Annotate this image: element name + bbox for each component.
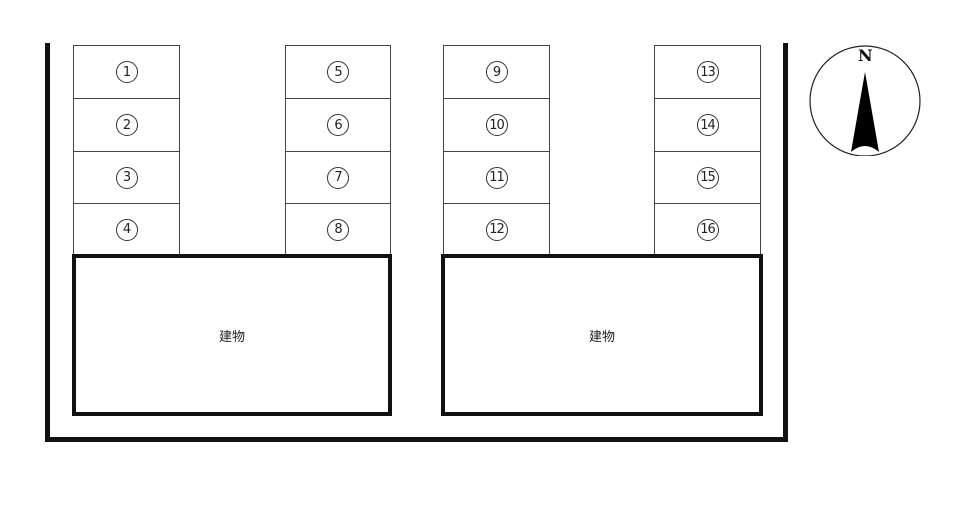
parking-stall-15: 15 [654,151,761,204]
parking-stall-8: 8 [285,203,391,256]
parking-stall-10: 10 [443,98,550,152]
parking-stall-16: 16 [654,203,761,256]
stall-number: 4 [115,218,138,241]
parking-stall-6: 6 [285,98,391,152]
building-label: 建物 [588,329,615,345]
stall-number: 3 [115,166,138,189]
stall-number: 12 [485,218,508,241]
stall-number: 9 [485,61,508,83]
stall-number: 2 [115,114,138,136]
stall-number: 11 [485,166,508,189]
parking-stall-13: 13 [654,45,761,99]
parking-stall-7: 7 [285,151,391,204]
stall-number: 7 [327,166,349,189]
parking-stall-1: 1 [73,45,180,99]
parking-stall-11: 11 [443,151,550,204]
stall-number: 1 [115,61,138,83]
north-label: N [858,46,873,65]
stall-number: 13 [696,61,719,83]
stall-number: 14 [696,114,719,136]
stall-number: 6 [327,114,349,136]
stall-number: 5 [327,61,349,83]
compass-rose: N [808,44,922,157]
parking-stall-5: 5 [285,45,391,99]
boundary-wall-right [783,43,788,442]
parking-stall-4: 4 [73,203,180,256]
boundary-wall-left [45,43,50,442]
parking-stall-14: 14 [654,98,761,152]
building-left: 建物 [72,254,392,416]
parking-stall-9: 9 [443,45,550,99]
north-arrow-icon [809,45,921,157]
parking-stall-12: 12 [443,203,550,256]
building-right: 建物 [441,254,763,416]
stall-number: 16 [696,218,719,241]
parking-stall-2: 2 [73,98,180,152]
parking-stall-3: 3 [73,151,180,204]
building-label: 建物 [218,329,245,345]
boundary-wall-bottom [45,437,788,442]
stall-number: 10 [485,114,508,136]
stall-number: 8 [327,218,349,241]
stall-number: 15 [696,166,719,189]
